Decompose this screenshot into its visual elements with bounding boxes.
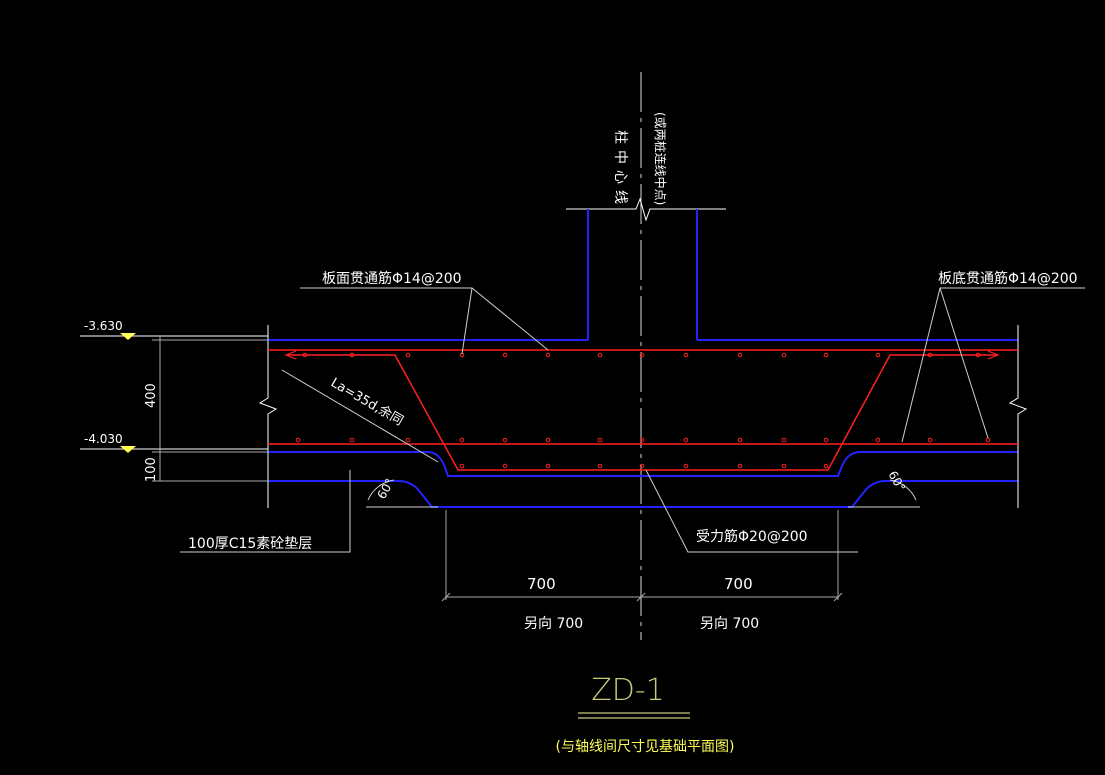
cushion-outline xyxy=(268,480,1018,508)
rebar-dots xyxy=(295,352,991,469)
bottom-bar-leader xyxy=(901,287,1085,443)
rebar-dot xyxy=(985,437,991,443)
rebar-dot xyxy=(545,352,551,358)
rebar-dot xyxy=(737,352,743,358)
rebar-dot xyxy=(875,437,881,443)
hdim-right-other: 另向 700 xyxy=(700,616,759,632)
slab-bottom-outline xyxy=(268,451,1018,477)
rebar-dot xyxy=(597,352,603,358)
elev-bottom-value: -4.030 xyxy=(84,432,123,446)
rebar-dot xyxy=(545,463,551,469)
rebar-dot xyxy=(781,352,787,358)
rebar-dot xyxy=(349,437,355,443)
top-bar-leader xyxy=(300,287,549,355)
hdim-tick-left xyxy=(441,592,451,602)
rebar-dot xyxy=(927,352,933,358)
rebar-dot xyxy=(405,437,411,443)
rebar-dot xyxy=(823,463,829,469)
vdim-100-label: 100 xyxy=(144,457,159,482)
rebar-dot xyxy=(639,437,645,443)
rebar-dot xyxy=(683,437,689,443)
rebar-dot xyxy=(597,463,603,469)
column-center-label: 柱中心线 xyxy=(612,130,628,210)
rebar-dot xyxy=(349,352,355,358)
rebar-dot xyxy=(927,437,933,443)
main-bent-bar xyxy=(287,354,998,471)
drawing-title: ZD-1 xyxy=(591,673,665,708)
main-bar-right-hook xyxy=(987,350,1000,360)
drawing-subtitle: (与轴线间尺寸见基础平面图) xyxy=(556,738,735,755)
rebar-dot xyxy=(823,352,829,358)
angle-arc-right xyxy=(889,479,917,501)
rebar-dot xyxy=(683,463,689,469)
anchor-leader xyxy=(281,369,439,463)
rebar-dot xyxy=(823,437,829,443)
rebar-dot xyxy=(737,437,743,443)
hdim-tick-right xyxy=(833,592,843,602)
rebar-dot xyxy=(639,352,645,358)
vdim-400-label: 400 xyxy=(144,383,159,408)
left-break-line xyxy=(258,325,278,508)
rebar-dot xyxy=(502,463,508,469)
rebar-dot xyxy=(459,437,465,443)
bottom-bar-label: 板底贯通筋Φ14@200 xyxy=(938,270,1078,287)
hdim-tick-center xyxy=(636,592,646,602)
right-break-line xyxy=(1008,325,1028,508)
rebar-dot xyxy=(502,437,508,443)
column-center-note: (或两桩连线中点) xyxy=(653,112,668,205)
rebar-dot xyxy=(683,352,689,358)
elev-top-value: -3.630 xyxy=(84,319,123,333)
rebar-dot xyxy=(875,352,881,358)
elev-bottom-marker xyxy=(120,446,136,453)
column-break-line xyxy=(566,197,726,222)
rebar-dot xyxy=(737,463,743,469)
main-bar-left-hook xyxy=(284,350,297,360)
angle-arc-left xyxy=(367,479,395,501)
rebar-dot xyxy=(639,463,645,469)
hdim-left-other: 另向 700 xyxy=(524,616,583,632)
rebar-dot xyxy=(975,352,981,358)
hdim-left-value: 700 xyxy=(527,575,556,593)
anchor-label: La=35d,余同 xyxy=(328,375,406,429)
rebar-dot xyxy=(597,437,603,443)
rebar-dot xyxy=(502,352,508,358)
rebar-dot xyxy=(295,437,301,443)
cushion-leader xyxy=(180,470,351,553)
rebar-dot xyxy=(545,437,551,443)
rebar-dot xyxy=(781,437,787,443)
cushion-label: 100厚C15素砼垫层 xyxy=(188,536,312,552)
rebar-dot xyxy=(781,463,787,469)
rebar-dot xyxy=(302,352,308,358)
top-bar-label: 板面贯通筋Φ14@200 xyxy=(322,270,462,287)
main-bar-leader xyxy=(645,469,858,553)
elev-top-marker xyxy=(120,333,136,340)
rebar-dot xyxy=(459,463,465,469)
angle-right-label: 60° xyxy=(885,469,908,494)
main-bar-label: 受力筋Φ20@200 xyxy=(696,528,808,545)
hdim-right-value: 700 xyxy=(724,575,753,593)
rebar-dot xyxy=(405,352,411,358)
